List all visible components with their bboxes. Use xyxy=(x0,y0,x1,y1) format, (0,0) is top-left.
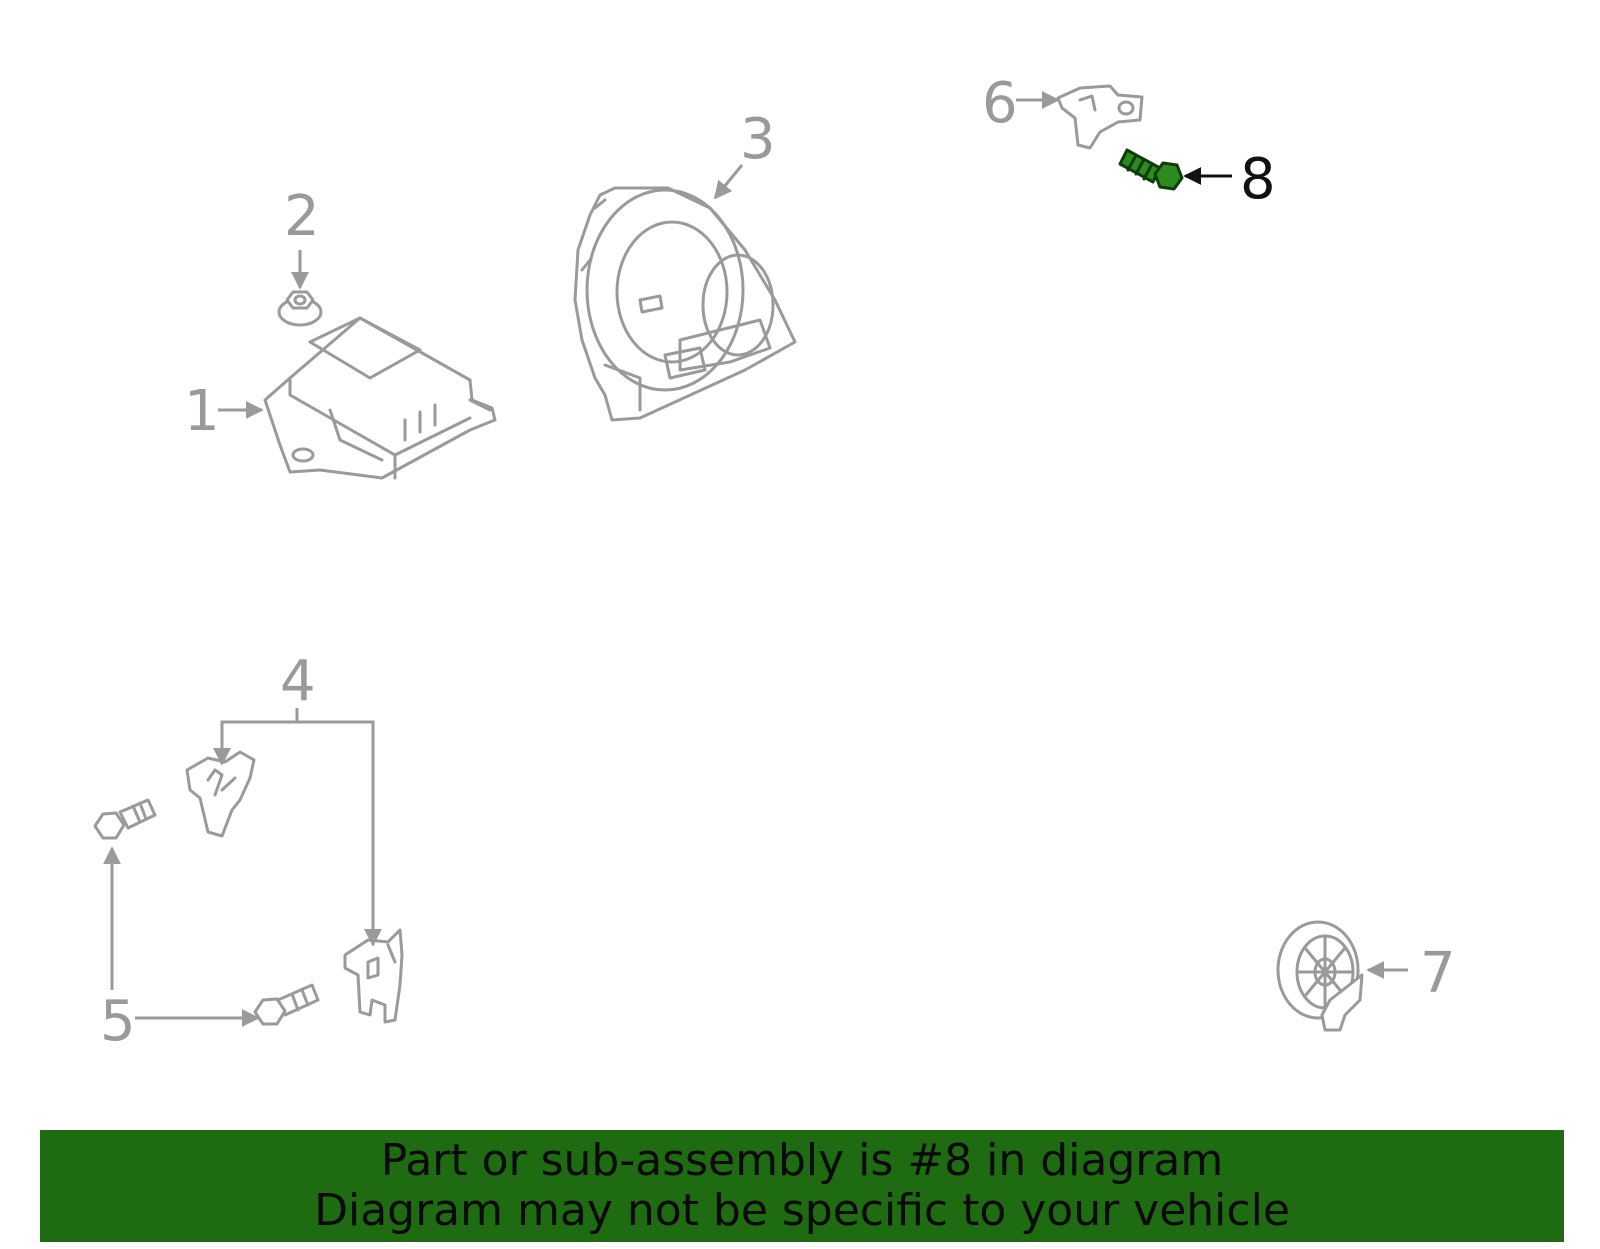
part-4-bracket-lower xyxy=(343,928,404,1024)
part-1-control-module xyxy=(263,316,497,480)
callout-2: 2 xyxy=(284,184,320,249)
part-3-clock-spring xyxy=(573,186,797,422)
callout-5: 5 xyxy=(100,989,136,1054)
part-4-bracket-upper xyxy=(185,750,256,838)
part-5-bolt-lower xyxy=(253,983,320,1026)
callout-numbers: 1 2 3 4 5 6 7 8 xyxy=(100,71,1456,1054)
callout-8: 8 xyxy=(1240,147,1276,212)
callout-1: 1 xyxy=(184,379,220,444)
part-8-bolt-highlighted[interactable] xyxy=(1118,148,1184,191)
footer-line-2: Diagram may not be specific to your vehi… xyxy=(314,1185,1290,1236)
leader-lines xyxy=(103,91,1408,1027)
footer-line-1: Part or sub-assembly is #8 in diagram xyxy=(380,1135,1224,1186)
part-2-nut xyxy=(277,290,323,327)
callout-3: 3 xyxy=(740,107,776,172)
callout-7: 7 xyxy=(1420,941,1456,1006)
footer-banner: Part or sub-assembly is #8 in diagram Di… xyxy=(40,1130,1564,1242)
leader-3 xyxy=(713,164,744,200)
part-7-horn xyxy=(1276,920,1364,1032)
callout-6: 6 xyxy=(982,71,1018,136)
leader-4-right xyxy=(297,720,382,947)
leader-4-left xyxy=(213,720,297,766)
callout-4: 4 xyxy=(280,649,316,714)
part-6-sensor xyxy=(1056,84,1144,150)
part-5-bolt-upper xyxy=(93,798,157,840)
